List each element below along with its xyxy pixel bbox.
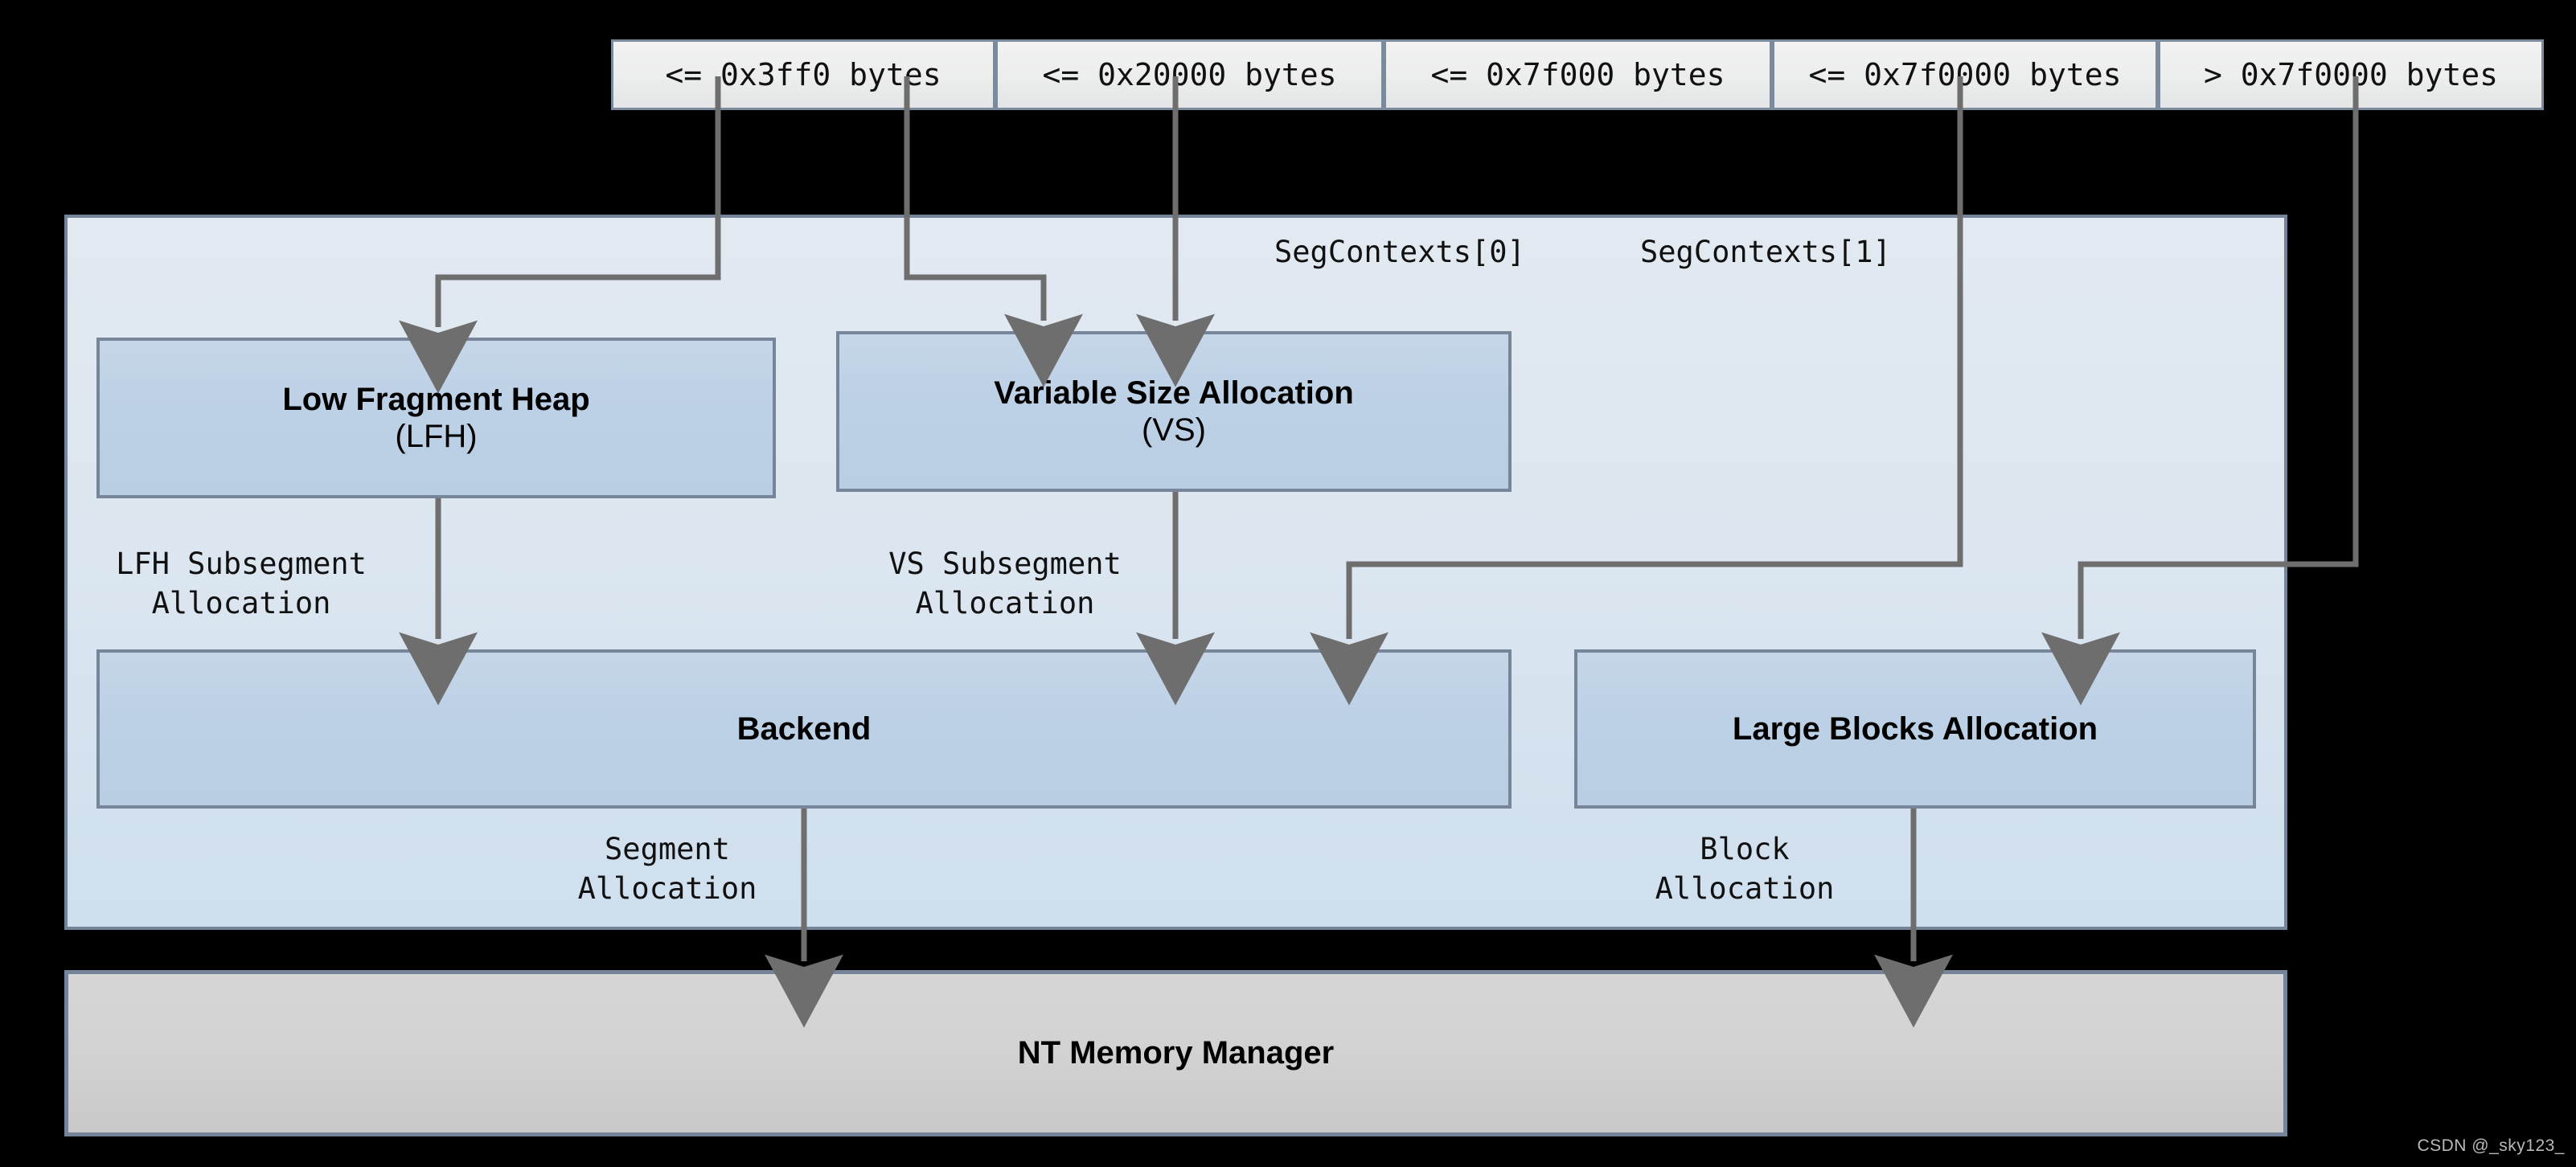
node-title: Large Blocks Allocation bbox=[1732, 710, 2098, 747]
node-title: Variable Size Allocation bbox=[994, 375, 1354, 411]
edge-label-vs-subsegment-allocation: VS Subsegment Allocation bbox=[888, 547, 1122, 620]
node-subtitle: (VS) bbox=[1142, 412, 1206, 448]
node-low-fragment-heap: Low Fragment Heap (LFH) bbox=[96, 338, 776, 498]
edge-label-segment-allocation: Segment Allocation bbox=[577, 832, 757, 906]
size-range-box-0: <= 0x3ff0 bytes bbox=[611, 39, 995, 110]
size-range-box-2: <= 0x7f000 bytes bbox=[1384, 39, 1772, 110]
segment-heap-container bbox=[64, 215, 2287, 930]
size-range-label: <= 0x3ff0 bytes bbox=[665, 57, 941, 92]
watermark: CSDN @_sky123_ bbox=[2417, 1136, 2565, 1155]
size-range-label: <= 0x7f0000 bytes bbox=[1808, 57, 2122, 92]
node-variable-size-allocation: Variable Size Allocation (VS) bbox=[836, 331, 1512, 492]
node-title: Low Fragment Heap bbox=[282, 381, 590, 417]
size-range-label: > 0x7f0000 bytes bbox=[2203, 57, 2499, 92]
edge-label-block-allocation: Block Allocation bbox=[1655, 832, 1835, 906]
segcontexts-0-label: SegContexts[0] bbox=[1274, 235, 1525, 269]
node-subtitle: (LFH) bbox=[395, 419, 478, 454]
node-title: NT Memory Manager bbox=[1017, 1035, 1335, 1071]
node-backend: Backend bbox=[96, 649, 1512, 809]
node-nt-memory-manager: NT Memory Manager bbox=[64, 970, 2287, 1136]
node-title: Backend bbox=[736, 710, 872, 747]
size-range-label: <= 0x7f000 bytes bbox=[1430, 57, 1725, 92]
node-large-blocks-allocation: Large Blocks Allocation bbox=[1574, 649, 2256, 809]
size-range-label: <= 0x20000 bytes bbox=[1042, 57, 1337, 92]
size-range-box-4: > 0x7f0000 bytes bbox=[2158, 39, 2544, 110]
segcontexts-1-label: SegContexts[1] bbox=[1640, 235, 1891, 269]
size-range-box-3: <= 0x7f0000 bytes bbox=[1772, 39, 2158, 110]
size-range-box-1: <= 0x20000 bytes bbox=[995, 39, 1384, 110]
edge-label-lfh-subsegment-allocation: LFH Subsegment Allocation bbox=[116, 547, 367, 620]
